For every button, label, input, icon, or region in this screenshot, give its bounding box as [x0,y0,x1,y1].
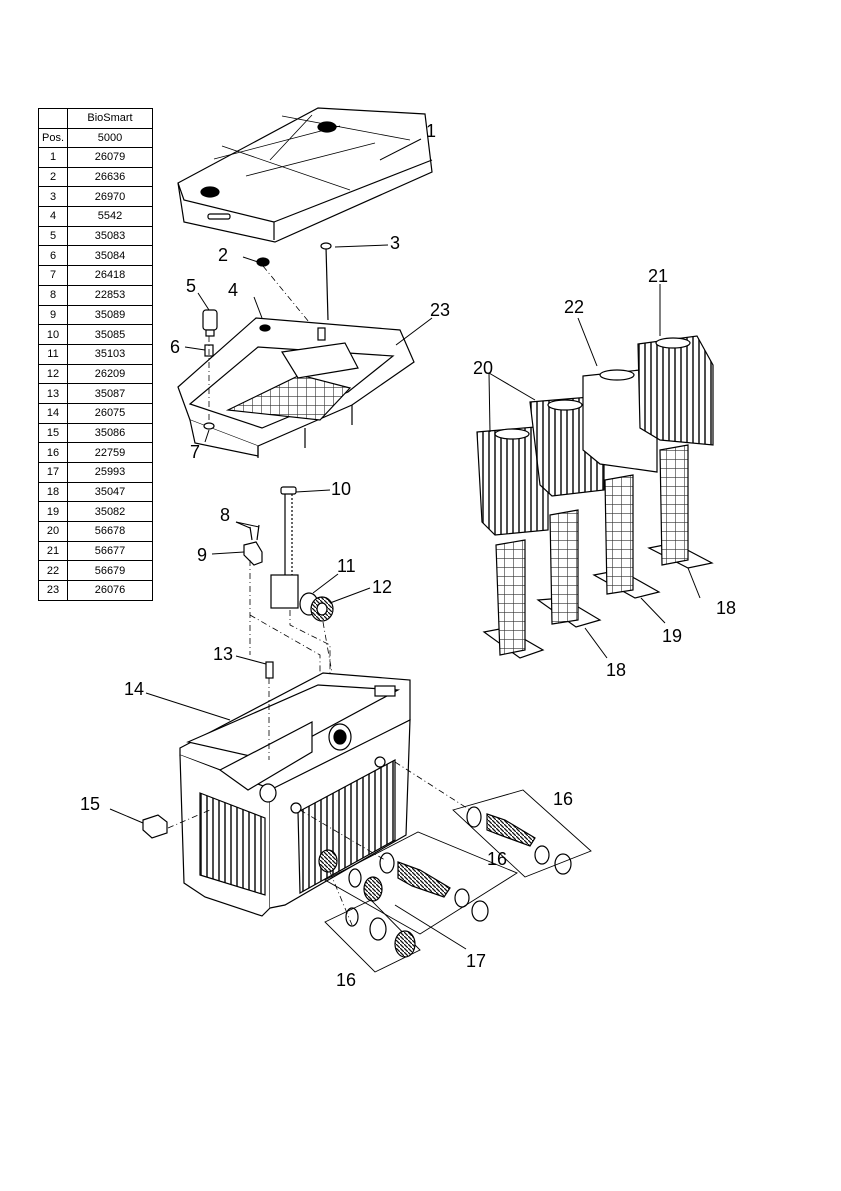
callout-16-middle: 16 [487,849,507,869]
callout-6: 6 [170,337,180,357]
callout-20: 20 [473,358,493,378]
callout-13: 13 [213,644,233,664]
callout-5: 5 [186,276,196,296]
callout-16-lower: 16 [336,970,356,990]
callout-labels: 1 2 3 4 5 6 7 8 9 10 11 12 13 14 15 16 1… [80,121,736,990]
callout-17: 17 [466,951,486,971]
callout-12: 12 [372,577,392,597]
callout-10: 10 [331,479,351,499]
callout-2: 2 [218,245,228,265]
callout-15: 15 [80,794,100,814]
callout-23: 23 [430,300,450,320]
inner-tray [178,318,414,458]
callout-4: 4 [228,280,238,300]
callout-7: 7 [190,442,200,462]
callout-9: 9 [197,545,207,565]
lid [178,108,432,242]
callout-3: 3 [390,233,400,253]
callout-8: 8 [220,505,230,525]
callout-22: 22 [564,297,584,317]
callout-11: 11 [337,556,356,576]
callout-21: 21 [648,266,668,286]
callout-18-left: 18 [606,660,626,680]
callout-19: 19 [662,626,682,646]
callout-18-right: 18 [716,598,736,618]
callout-14: 14 [124,679,144,699]
callout-16-upper: 16 [553,789,573,809]
callout-1: 1 [426,121,436,141]
